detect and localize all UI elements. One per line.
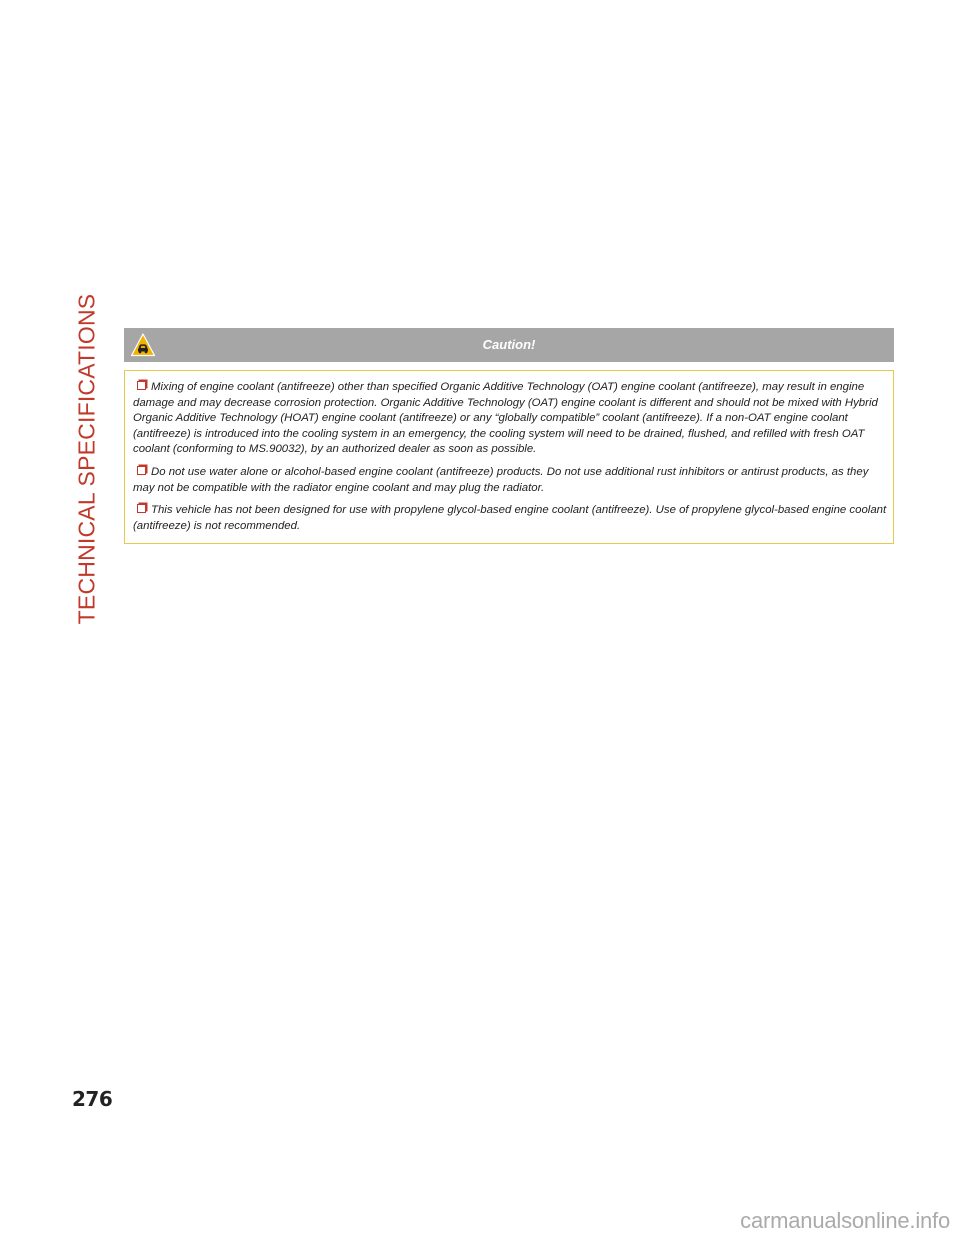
- caution-item-text: Do not use water alone or alcohol-based …: [133, 465, 869, 494]
- caution-title: Caution!: [482, 337, 536, 352]
- section-tab: TECHNICAL SPECIFICATIONS: [72, 294, 102, 625]
- caution-box: Caution! Mixing of engine coolant (antif…: [124, 328, 894, 545]
- section-tab-label: TECHNICAL SPECIFICATIONS: [73, 293, 100, 625]
- caution-body: Mixing of engine coolant (antifreeze) ot…: [124, 370, 894, 545]
- watermark: carmanualsonline.info: [740, 1208, 950, 1233]
- caution-item-text: This vehicle has not been designed for u…: [133, 504, 887, 532]
- checkbox-bullet-icon: [137, 504, 146, 514]
- caution-item-text: Mixing of engine coolant (antifreeze) ot…: [133, 381, 878, 456]
- checkbox-bullet-icon: [137, 381, 146, 390]
- car-skid-warning-icon: [130, 332, 156, 358]
- checkbox-bullet-icon: [137, 465, 146, 475]
- page-number: 276: [72, 1087, 113, 1111]
- caution-item: This vehicle has not been designed for u…: [133, 503, 887, 534]
- caution-item: Mixing of engine coolant (antifreeze) ot…: [133, 380, 887, 458]
- caution-header: Caution!: [124, 328, 894, 362]
- caution-item: Do not use water alone or alcohol-based …: [133, 465, 887, 496]
